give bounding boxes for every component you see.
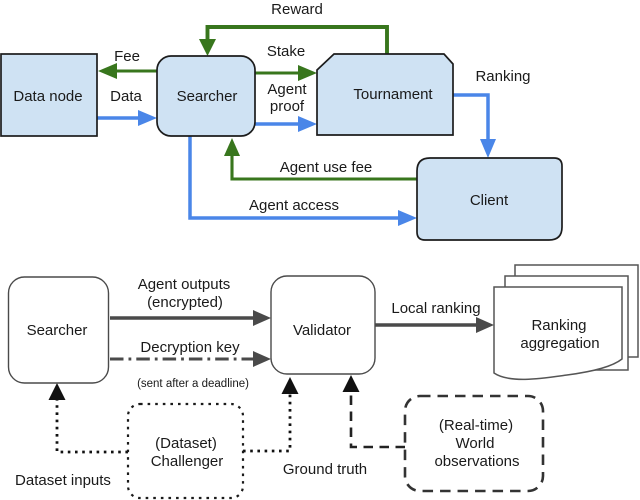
searcher-label: Searcher (177, 88, 238, 105)
world-observations-arrow (342, 375, 405, 449)
dataset-inputs-label: Dataset inputs (15, 472, 111, 489)
local-ranking-label: Local ranking (391, 300, 480, 317)
searcher-box (156, 55, 256, 137)
client-label: Client (470, 192, 509, 209)
data-node-label: Data node (13, 88, 82, 105)
agent-access-arrow (188, 136, 417, 226)
reward-label: Reward (271, 1, 323, 18)
ranking-aggregation-label-line2: aggregation (520, 335, 599, 352)
world-observations-label-line2: World (456, 435, 495, 452)
ranking-aggregation-label-line1: Ranking (531, 317, 586, 334)
world-observations-label-line1: (Real-time) (439, 417, 513, 434)
agent-proof-arrow (255, 116, 317, 132)
agent-use-fee-arrow (224, 138, 417, 181)
ranking-arrow (453, 93, 496, 158)
challenger-label-line1: (Dataset) (155, 435, 217, 452)
agent-access-label: Agent access (249, 197, 339, 214)
decryption-key-note: (sent after a deadline) (137, 378, 249, 390)
ground-truth-label: Ground truth (283, 461, 367, 478)
token-flow-diagram: Data node Searcher Tournament Client Rew… (0, 1, 563, 241)
stake-arrow (255, 65, 317, 81)
stake-label: Stake (267, 43, 305, 60)
searcher-box (7, 276, 110, 384)
world-observations-box (403, 394, 545, 493)
validator-box (270, 275, 376, 375)
fee-label: Fee (114, 48, 140, 65)
data-node-box (0, 53, 98, 137)
agent-outputs-label-line2: (encrypted) (147, 294, 223, 311)
agent-outputs-label-line1: Agent outputs (138, 276, 231, 293)
ranking-label: Ranking (475, 68, 530, 85)
tournament-box (316, 53, 454, 136)
dataset-inputs-arrow (48, 383, 128, 454)
challenger-box (126, 402, 245, 500)
fee-arrow (98, 63, 157, 79)
agent-proof-label-line1: Agent (267, 81, 307, 98)
decryption-key-arrow (110, 351, 271, 367)
world-observations-label-line3: observations (434, 453, 519, 470)
ranking-aggregation-document (493, 286, 623, 381)
agent-use-fee-label: Agent use fee (280, 159, 373, 176)
searcher-label: Searcher (27, 322, 88, 339)
local-ranking-arrow (375, 317, 494, 333)
evaluation-flow-diagram: Searcher Validator Ranking aggregation (… (7, 264, 639, 500)
data-label: Data (110, 88, 142, 105)
client-box (416, 157, 563, 241)
ground-truth-dotted-arrow (243, 377, 299, 453)
decryption-key-label: Decryption key (140, 339, 240, 356)
reward-arrow (199, 25, 389, 56)
agent-outputs-arrow (110, 310, 271, 326)
challenger-label-line2: Challenger (151, 453, 224, 470)
tournament-label: Tournament (353, 86, 433, 103)
data-arrow (97, 110, 157, 126)
agent-proof-label-line2: proof (270, 98, 305, 115)
validator-label: Validator (293, 322, 351, 339)
